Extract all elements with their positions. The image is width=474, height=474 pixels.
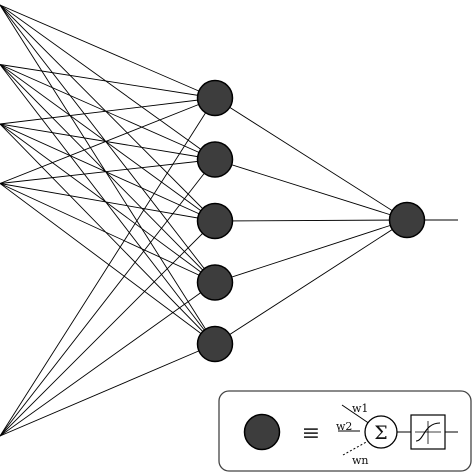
neuron-legend: ≡ w1 w2 wn Σ — [218, 390, 472, 472]
input-hidden-edge — [0, 4, 216, 160]
hidden-output-edge — [214, 159, 408, 221]
hidden-node-4 — [196, 264, 234, 301]
weight-line-w1 — [341, 404, 371, 425]
input-hidden-edge — [0, 4, 216, 345]
input-hidden-edge — [0, 183, 216, 283]
input-hidden-edge — [0, 159, 216, 184]
hidden-node-2 — [196, 141, 234, 178]
weight-line-wn — [342, 439, 371, 456]
input-hidden-edge — [0, 97, 216, 125]
hidden-output-edge — [214, 219, 408, 345]
input-hidden-edge — [0, 123, 216, 345]
legend-neuron-node — [243, 413, 281, 451]
equivalence-symbol: ≡ — [302, 421, 320, 446]
input-hidden-edge — [0, 183, 216, 345]
weight-label-wn: wn — [352, 454, 369, 467]
hidden-output-edge — [214, 219, 408, 222]
weight-label-w2: w2 — [336, 420, 352, 433]
input-hidden-edge — [0, 64, 216, 160]
input-hidden-edge — [0, 64, 216, 99]
input-hidden-edge — [0, 64, 216, 222]
weight-label-w1: w1 — [352, 402, 368, 415]
input-hidden-edge — [0, 282, 216, 437]
input-hidden-edge — [0, 343, 216, 437]
input-hidden-edge — [0, 123, 216, 160]
input-hidden-edge — [0, 64, 216, 345]
sigmoid-step-icon — [415, 421, 441, 444]
hidden-node-3 — [196, 202, 234, 240]
input-hidden-edge — [0, 64, 216, 283]
hidden-node-5 — [196, 325, 234, 363]
input-hidden-edge — [0, 123, 216, 283]
output-node — [388, 201, 426, 239]
network-nodes — [196, 79, 426, 363]
input-hidden-edge — [0, 159, 216, 437]
input-hidden-edge — [0, 97, 216, 437]
input-hidden-edge — [0, 220, 216, 437]
connection-edges — [0, 4, 458, 437]
input-hidden-edge — [0, 4, 216, 222]
summation-symbol: Σ — [374, 422, 387, 444]
hidden-output-edge — [214, 219, 408, 283]
hidden-node-1 — [196, 79, 234, 117]
input-hidden-edge — [0, 4, 216, 283]
input-hidden-edge — [0, 183, 216, 222]
hidden-output-edge — [214, 97, 408, 221]
input-hidden-edge — [0, 123, 216, 222]
input-hidden-edge — [0, 4, 216, 99]
input-hidden-edge — [0, 97, 216, 184]
